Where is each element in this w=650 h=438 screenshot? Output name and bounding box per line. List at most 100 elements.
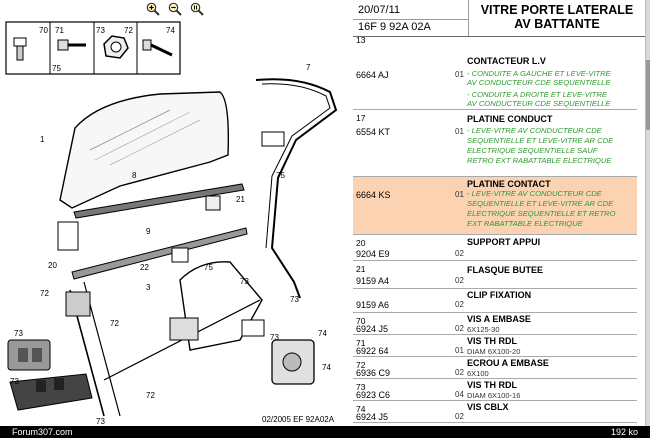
row-name: VIS CBLX: [467, 402, 509, 412]
parts-header: 20/07/11 16F 9 92A 02A VITRE PORTE LATER…: [353, 0, 645, 37]
callout-7: 7: [306, 63, 311, 72]
row-qty: 02: [455, 249, 464, 258]
callout-3: 3: [146, 283, 151, 292]
callout-22: 22: [140, 263, 149, 272]
row-desc: DIAM 6X100-20: [467, 347, 521, 356]
callout-72c: 72: [40, 289, 49, 298]
row-note: - CONDUITE A DROITE ET LEVE-VITRE: [467, 90, 607, 99]
row-note: - LEVE-VITRE AV CONDUCTEUR CDE: [467, 189, 602, 198]
row-ref: 70: [356, 316, 366, 326]
row-ref: 21: [356, 264, 366, 274]
seal-strips-part: [71, 183, 248, 280]
row-qty: 02: [455, 300, 464, 309]
parts-list-panel: 13 6664 AJ 01 CONTACTEUR L.V - CONDUITE …: [353, 0, 645, 426]
vertical-scrollbar[interactable]: [645, 0, 650, 426]
row-ref: 71: [356, 338, 366, 348]
nut-72-icon: [103, 35, 129, 59]
callout-74a: 74: [318, 329, 327, 338]
callout-20: 20: [48, 261, 57, 270]
table-row-selected[interactable]: 6664 KS 01 PLATINE CONTACT - LEVE-VITRE …: [353, 177, 637, 235]
row-note: SEQUENTIELLE ET LEVE-VITRE AR CDE: [467, 199, 614, 208]
callout-75a: 75: [276, 171, 285, 180]
callout-21: 21: [236, 195, 245, 204]
zoom-toolbar: [146, 2, 204, 16]
row-code: 6664 AJ: [356, 70, 389, 80]
row-desc: 6X100: [467, 369, 489, 378]
parts-table: 13 6664 AJ 01 CONTACTEUR L.V - CONDUITE …: [353, 32, 637, 423]
brackets-part: [57, 195, 221, 263]
row-desc: 6X125-30: [467, 325, 500, 334]
callout-73e: 73: [10, 377, 19, 386]
regulator-motor-part: [241, 319, 315, 385]
zoom-reset-icon[interactable]: [190, 2, 204, 16]
zoom-out-icon[interactable]: [168, 2, 182, 16]
bolt-70-icon: [13, 37, 27, 61]
row-note: - LEVE-VITRE AV CONDUCTEUR CDE: [467, 126, 602, 135]
fastener-label-71: 71: [55, 26, 64, 35]
callout-73a: 73: [240, 277, 249, 286]
callout-8: 8: [132, 171, 137, 180]
row-qty: 02: [455, 324, 464, 333]
screw-74-icon: [142, 39, 173, 57]
row-name: PLATINE CONTACT: [467, 179, 551, 189]
row-code: 6924 J5: [356, 324, 389, 334]
callout-74b: 74: [322, 363, 331, 372]
row-code: 6664 KS: [356, 190, 391, 200]
table-row[interactable]: 73 6923 C6 04 VIS TH RDL DIAM 6X100-16: [353, 379, 637, 401]
row-note: AV CONDUCTEUR CDE SEQUENTIELLE: [467, 99, 611, 108]
row-qty: 01: [455, 190, 464, 199]
row-code: 9159 A6: [356, 300, 390, 310]
row-code: 6554 KT: [356, 127, 391, 137]
callout-75b: 75: [204, 263, 213, 272]
zoom-in-icon[interactable]: [146, 2, 160, 16]
row-desc: DIAM 6X100-16: [467, 391, 521, 400]
fastener-label-72: 72: [124, 26, 133, 35]
callout-1: 1: [40, 135, 45, 144]
row-ref: 13: [356, 35, 366, 45]
row-ref: 20: [356, 238, 366, 248]
row-code: 6922 64: [356, 346, 389, 356]
row-qty: 02: [455, 276, 464, 285]
callout-73f: 73: [96, 417, 105, 426]
status-bar: Forum307.com 192 ko: [0, 426, 650, 438]
row-name: VIS TH RDL: [467, 380, 518, 390]
header-title-line1: VITRE PORTE LATERALE: [480, 3, 634, 17]
row-ref: 72: [356, 360, 366, 370]
table-row[interactable]: 71 6922 64 01 VIS TH RDL DIAM 6X100-20: [353, 335, 637, 357]
row-note: EXT RABATTABLE ELECTRIQUE: [467, 219, 583, 228]
table-row[interactable]: 74 6924 J5 02 VIS CBLX: [353, 401, 637, 423]
fastener-label-70: 70: [39, 26, 48, 35]
table-row[interactable]: 20 9204 E9 02 SUPPORT APPUI: [353, 235, 637, 261]
row-name: ECROU A EMBASE: [467, 358, 549, 368]
row-name: CLIP FIXATION: [467, 290, 532, 300]
row-note: ELECTRIQUE SEQUENTIELLE ET RETRO: [467, 209, 616, 218]
fastener-strip: 70 71 72 73 74 75: [5, 21, 181, 75]
row-name: VIS A EMBASE: [467, 314, 531, 324]
row-ref: 17: [356, 113, 366, 123]
table-row[interactable]: 21 9159 A4 02 FLASQUE BUTEE: [353, 261, 637, 289]
row-code: 6923 C6: [356, 390, 391, 400]
row-note: AV CONDUCTEUR CDE SEQUENTIELLE: [467, 78, 611, 87]
scrollbar-thumb[interactable]: [646, 60, 650, 130]
screw-71-icon: [57, 39, 86, 51]
table-row[interactable]: 70 6924 J5 02 VIS A EMBASE 6X125-30: [353, 313, 637, 335]
table-row[interactable]: 13 6664 AJ 01 CONTACTEUR L.V - CONDUITE …: [353, 32, 637, 110]
row-name: PLATINE CONDUCT: [467, 114, 553, 124]
row-code: 6936 C9: [356, 368, 391, 378]
row-code: 6924 J5: [356, 412, 389, 422]
door-frame-part: [255, 78, 338, 299]
callout-9: 9: [146, 227, 151, 236]
diagram-footer: 02/2005 EF 92A02A: [262, 415, 335, 424]
row-note: RETRO EXT RABATTABLE ELECTRIQUE: [467, 156, 612, 165]
callout-72b: 72: [146, 391, 155, 400]
table-row[interactable]: 72 6936 C9 02 ECROU A EMBASE 6X100: [353, 357, 637, 379]
exploded-view-diagram: 70 71 72 73 74 75: [0, 14, 352, 426]
window-regulator-part: [65, 261, 263, 417]
row-qty: 01: [455, 70, 464, 79]
table-row[interactable]: 9159 A6 02 CLIP FIXATION: [353, 289, 637, 313]
row-name: SUPPORT APPUI: [467, 237, 541, 247]
row-ref: 73: [356, 382, 366, 392]
table-row[interactable]: 17 6554 KT 01 PLATINE CONDUCT - LEVE-VIT…: [353, 110, 637, 177]
row-name: VIS TH RDL: [467, 336, 518, 346]
fastener-label-75: 75: [52, 64, 61, 73]
